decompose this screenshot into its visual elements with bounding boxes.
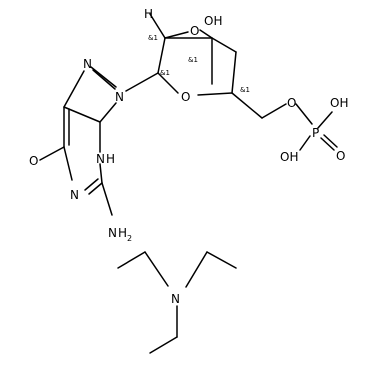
atom-amine-subscript: 2 <box>127 234 132 243</box>
atom-n-imidazole: N <box>83 57 92 71</box>
atom-n-pyrimidine: N <box>70 188 79 202</box>
stereo-labels: &1 &1 &1 &1 <box>148 34 250 94</box>
atom-o-double: O <box>336 149 345 163</box>
triethylamine-bonds <box>117 251 237 354</box>
atom-p: P <box>312 126 319 140</box>
atom-n-triethylamine: N <box>171 292 180 306</box>
atom-n-amine: N <box>108 226 117 240</box>
atom-nh: N <box>96 152 105 166</box>
guanine-bonds <box>39 66 117 216</box>
atom-o-ring: O <box>181 90 190 104</box>
atom-oh-p2: OH <box>280 150 298 164</box>
atom-o-ester: O <box>287 96 296 110</box>
atom-oh-p1: OH <box>330 96 348 110</box>
stereo-label-1: &1 <box>148 34 158 42</box>
atom-labels: H O OH N N O O P OH OH O N H O N N H 2 N <box>29 7 348 306</box>
sugar-bonds <box>125 13 338 151</box>
stereo-label-2: &1 <box>160 69 170 77</box>
atom-n-ring: N <box>115 90 124 104</box>
stereo-label-3: &1 <box>188 56 198 64</box>
atom-o-bridge: O <box>190 24 199 38</box>
atom-h-top: H <box>144 7 153 21</box>
atom-amine-h: H <box>118 226 127 240</box>
atom-nh-h: H <box>106 152 115 166</box>
atom-oh-top: OH <box>204 14 222 28</box>
atom-o-keto: O <box>29 154 38 168</box>
stereo-label-4: &1 <box>240 86 250 94</box>
